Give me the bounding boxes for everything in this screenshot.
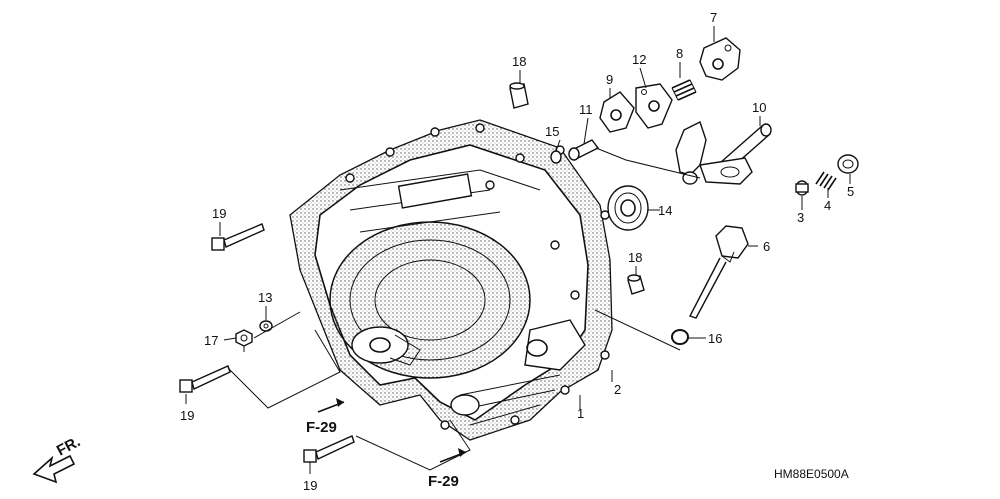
plate-9 [599,91,635,133]
part-number-17: 17 [204,333,218,348]
plug-5 [837,154,859,174]
part-number-1: 1 [577,406,584,421]
part-number-18-upper: 18 [512,54,526,69]
part-number-2: 2 [614,382,621,397]
dipstick-6 [689,225,749,319]
nut-17 [235,329,253,347]
plate-12 [635,83,673,129]
part-number-18-lower: 18 [628,250,642,265]
bolt-19-lower [303,435,355,463]
plug-3 [795,180,809,196]
leader-lines [185,26,851,474]
cover-bolt-bosses [345,123,610,430]
dowel-pin-18-lower [627,274,645,295]
part-number-8: 8 [676,46,683,61]
front-direction-arrow: FR. [32,433,83,484]
stopper-arm-7 [699,37,741,81]
part-number-13: 13 [258,290,272,305]
bolt-11 [568,139,600,161]
front-label: FR. [54,433,83,459]
o-ring-16 [671,329,689,345]
part-number-3: 3 [797,210,804,225]
left-boss [351,326,409,364]
reference-f29-bottom: F-29 [428,473,459,490]
bearing-14 [607,185,649,231]
part-number-7: 7 [710,10,717,25]
reference-f29-left: F-29 [306,419,337,436]
spring-8 [671,79,697,101]
diagram-code: HM88E0500A [774,467,849,481]
part-number-12: 12 [632,52,646,67]
part-number-9: 9 [606,72,613,87]
bolt-19-upper [211,223,265,251]
part-number-14: 14 [658,203,672,218]
part-number-16: 16 [708,331,722,346]
part-number-15: 15 [545,124,559,139]
part-number-10: 10 [752,100,766,115]
part-number-labels: 1 2 3 4 5 6 7 8 9 10 11 12 13 14 15 16 1… [180,10,854,493]
dowel-pin-18-upper [509,82,529,109]
shift-shaft-10 [675,121,772,185]
crankcase-cover [289,119,613,441]
part-number-5: 5 [847,184,854,199]
washer-15 [550,150,562,164]
part-number-4: 4 [824,198,831,213]
part-number-6: 6 [763,239,770,254]
spring-4 [815,171,837,191]
reference-arrows [317,398,467,463]
part-number-11: 11 [579,102,593,117]
part-number-19-upper: 19 [212,206,226,221]
washer-13 [259,320,273,332]
part-number-19-lower: 19 [303,478,317,493]
part-number-19-middle: 19 [180,408,194,423]
bolt-19-middle [179,365,231,393]
